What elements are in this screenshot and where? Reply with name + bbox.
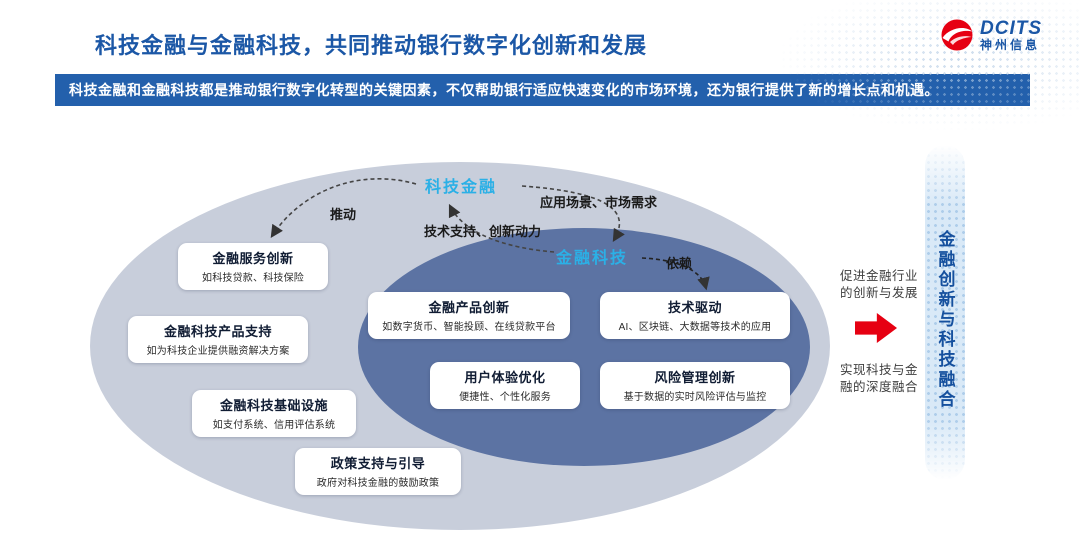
box-title: 金融服务创新 — [212, 251, 294, 266]
box-desc: 如支付系统、信用评估系统 — [212, 420, 336, 431]
vertical-banner-label: 金融创新与科技融合 — [935, 230, 955, 410]
box-risk-management: 风险管理创新 基于数据的实时风险评估与监控 — [600, 362, 790, 409]
vertical-banner — [925, 145, 965, 480]
box-title: 金融产品创新 — [428, 300, 510, 315]
arrow-label-push: 推动 — [330, 207, 357, 222]
dots-decoration — [780, 0, 1080, 130]
label-tech-finance: 科技金融 — [425, 179, 498, 196]
box-desc: AI、区块链、大数据等技术的应用 — [618, 322, 772, 333]
box-desc: 如为科技企业提供融资解决方案 — [146, 346, 290, 357]
inner-ellipse — [358, 228, 810, 466]
box-desc: 如数字货币、智能投顾、在线贷款平台 — [382, 322, 556, 333]
dcits-logo: DCITS 神州信息 — [940, 18, 1042, 52]
right-note-bottom: 实现科技与金融的深度融合 — [840, 363, 919, 394]
box-title: 金融科技产品支持 — [163, 324, 272, 339]
box-policy-support: 政策支持与引导 政府对科技金融的鼓励政策 — [295, 448, 461, 495]
box-title: 技术驱动 — [667, 300, 722, 315]
label-fintech: 金融科技 — [556, 250, 629, 267]
logo-brand: DCITS — [980, 17, 1042, 39]
box-title: 用户体验优化 — [464, 370, 546, 385]
box-user-experience: 用户体验优化 便捷性、个性化服务 — [430, 362, 580, 409]
box-title: 风险管理创新 — [654, 370, 736, 385]
box-desc: 如科技贷款、科技保险 — [202, 273, 304, 284]
logo-text: DCITS 神州信息 — [980, 17, 1042, 52]
box-desc: 便捷性、个性化服务 — [459, 392, 551, 403]
box-desc: 基于数据的实时风险评估与监控 — [623, 392, 767, 403]
arrow-label-support: 技术支持、创新动力 — [424, 224, 542, 239]
box-fintech-infrastructure: 金融科技基础设施 如支付系统、信用评估系统 — [192, 390, 356, 437]
box-title: 政策支持与引导 — [330, 456, 426, 471]
box-technology-driven: 技术驱动 AI、区块链、大数据等技术的应用 — [600, 292, 790, 339]
logo-swirl-icon — [941, 19, 973, 51]
box-financial-service-innovation: 金融服务创新 如科技贷款、科技保险 — [178, 243, 328, 290]
intro-banner-text: 科技金融和金融科技都是推动银行数字化转型的关键因素，不仅帮助银行适应快速变化的市… — [69, 82, 939, 98]
box-desc: 政府对科技金融的鼓励政策 — [316, 478, 440, 489]
arrow-label-scenarios: 应用场景、市场需求 — [540, 195, 658, 210]
logo-subtitle: 神州信息 — [980, 37, 1041, 52]
right-note-top: 促进金融行业的创新与发展 — [840, 269, 919, 300]
box-financial-product-innovation: 金融产品创新 如数字货币、智能投顾、在线贷款平台 — [368, 292, 570, 339]
page-title: 科技金融与金融科技，共同推动银行数字化创新和发展 — [95, 33, 648, 58]
box-title: 金融科技基础设施 — [219, 398, 328, 413]
box-fintech-product-support: 金融科技产品支持 如为科技企业提供融资解决方案 — [128, 316, 308, 363]
arrow-label-depend: 依赖 — [666, 256, 693, 271]
